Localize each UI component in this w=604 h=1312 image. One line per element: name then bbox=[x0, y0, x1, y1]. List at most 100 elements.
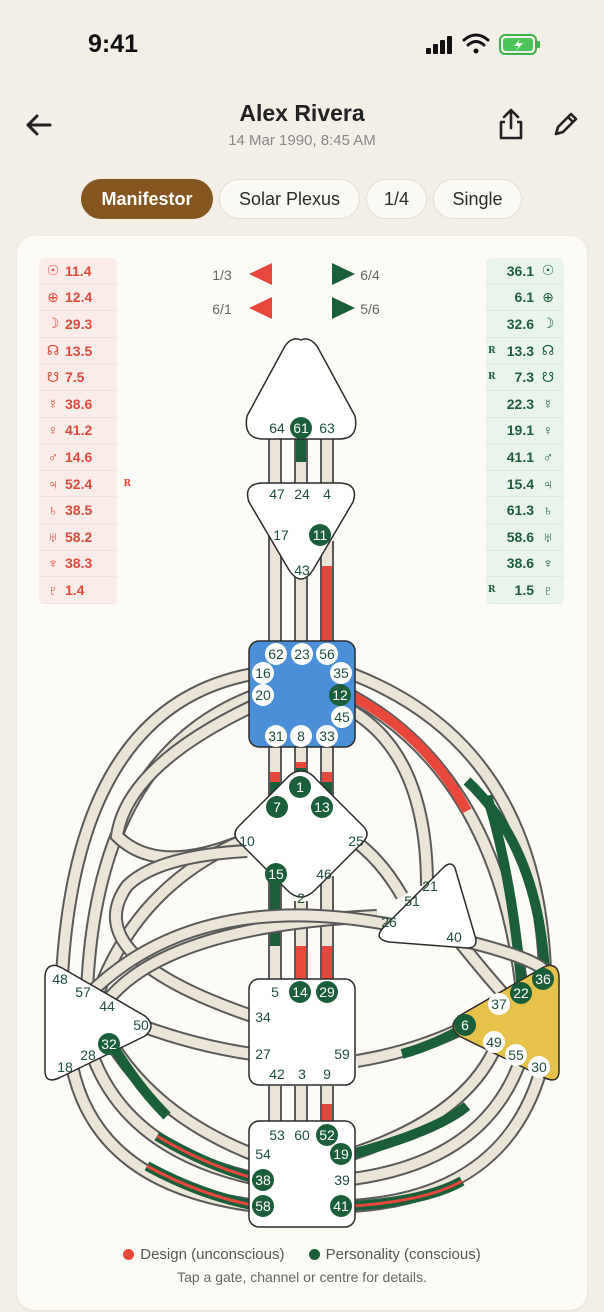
personality-planet-row[interactable]: 1.5♇R bbox=[486, 577, 564, 604]
gate-ajna[interactable]: 47 bbox=[269, 486, 285, 502]
gate-sacral[interactable]: 14 bbox=[289, 981, 311, 1003]
gate-spleen[interactable]: 48 bbox=[52, 971, 68, 987]
gate-ego[interactable]: 51 bbox=[404, 893, 420, 909]
gate-solar-plexus[interactable]: 49 bbox=[483, 1031, 505, 1053]
gate-throat[interactable]: 33 bbox=[316, 725, 338, 747]
personality-planet-row[interactable]: 38.6♆ bbox=[486, 551, 564, 578]
gate-ajna[interactable]: 11 bbox=[309, 524, 331, 546]
design-planet-row[interactable]: ♆38.3 bbox=[39, 551, 117, 578]
gate-solar-plexus[interactable]: 37 bbox=[488, 993, 510, 1015]
gate-spleen[interactable]: 28 bbox=[80, 1047, 96, 1063]
personality-planet-row[interactable]: 15.4♃ bbox=[486, 471, 564, 498]
share-icon[interactable] bbox=[496, 106, 526, 142]
gate-head[interactable]: 64 bbox=[269, 420, 285, 436]
gate-root[interactable]: 38 bbox=[252, 1169, 274, 1191]
gate-spleen[interactable]: 32 bbox=[98, 1033, 120, 1055]
profile-arrows[interactable] bbox=[249, 263, 355, 319]
gate-root[interactable]: 58 bbox=[252, 1195, 274, 1217]
personality-planet-row[interactable]: 36.1☉ bbox=[486, 258, 564, 285]
gate-sacral[interactable]: 59 bbox=[334, 1046, 350, 1062]
bodygraph[interactable]: 6461634724417114362235616352012453183317… bbox=[17, 236, 587, 1236]
channel-19-49 bbox=[349, 1041, 504, 1161]
gate-throat[interactable]: 8 bbox=[290, 725, 312, 747]
gate-ego[interactable]: 40 bbox=[446, 929, 462, 945]
personality-planet-row[interactable]: 19.1♀ bbox=[486, 418, 564, 445]
design-planet-row[interactable]: ☊13.5 bbox=[39, 338, 117, 365]
design-planet-row[interactable]: ☋7.5 bbox=[39, 364, 117, 391]
gate-spleen[interactable]: 57 bbox=[75, 984, 91, 1000]
gate-sacral[interactable]: 34 bbox=[255, 1009, 271, 1025]
design-planet-row[interactable]: ♂14.6 bbox=[39, 444, 117, 471]
gate-throat[interactable]: 12 bbox=[329, 684, 351, 706]
gate-throat[interactable]: 62 bbox=[265, 643, 287, 665]
design-planet-row[interactable]: ♀41.2 bbox=[39, 418, 117, 445]
gate-ajna[interactable]: 43 bbox=[294, 562, 310, 578]
gate-spleen[interactable]: 18 bbox=[57, 1059, 73, 1075]
gate-solar-plexus[interactable]: 30 bbox=[528, 1056, 550, 1078]
personality-planet-row[interactable]: 22.3☿ bbox=[486, 391, 564, 418]
gate-throat[interactable]: 56 bbox=[316, 643, 338, 665]
personality-planet-row[interactable]: 7.3☋R bbox=[486, 364, 564, 391]
gate-root[interactable]: 39 bbox=[334, 1172, 350, 1188]
gate-g[interactable]: 1 bbox=[289, 776, 311, 798]
personality-planet-row[interactable]: 32.6☽ bbox=[486, 311, 564, 338]
gate-throat[interactable]: 23 bbox=[291, 643, 313, 665]
gate-throat[interactable]: 35 bbox=[330, 662, 352, 684]
gate-sacral[interactable]: 27 bbox=[255, 1046, 271, 1062]
gate-solar-plexus[interactable]: 6 bbox=[454, 1014, 476, 1036]
personality-planet-row[interactable]: 61.3♄ bbox=[486, 497, 564, 524]
gate-throat[interactable]: 45 bbox=[331, 706, 353, 728]
gate-sacral[interactable]: 42 bbox=[269, 1066, 285, 1082]
personality-planet-row[interactable]: 6.1⊕ bbox=[486, 285, 564, 312]
gate-g[interactable]: 10 bbox=[239, 833, 255, 849]
back-arrow-icon[interactable] bbox=[22, 108, 56, 142]
gate-sacral[interactable]: 29 bbox=[316, 981, 338, 1003]
design-planet-row[interactable]: ☉11.4 bbox=[39, 258, 117, 285]
type-chip[interactable]: Manifestor bbox=[81, 179, 213, 219]
gate-spleen[interactable]: 44 bbox=[99, 998, 115, 1014]
gate-ajna[interactable]: 17 bbox=[273, 527, 289, 543]
gate-g[interactable]: 15 bbox=[265, 863, 287, 885]
design-planet-row[interactable]: ♅58.2 bbox=[39, 524, 117, 551]
gate-head[interactable]: 61 bbox=[290, 417, 312, 439]
pencil-icon[interactable] bbox=[550, 108, 582, 140]
gate-sacral[interactable]: 3 bbox=[298, 1066, 306, 1082]
definition-chip[interactable]: Single bbox=[433, 179, 522, 219]
gate-root[interactable]: 60 bbox=[294, 1127, 310, 1143]
design-planet-row[interactable]: ☽29.3 bbox=[39, 311, 117, 338]
gate-solar-plexus[interactable]: 36 bbox=[532, 968, 554, 990]
gate-root[interactable]: 54 bbox=[255, 1146, 271, 1162]
design-planet-row[interactable]: ⊕12.4 bbox=[39, 285, 117, 312]
gate-ajna[interactable]: 24 bbox=[294, 486, 310, 502]
gate-throat[interactable]: 31 bbox=[265, 725, 287, 747]
gate-g[interactable]: 7 bbox=[266, 796, 288, 818]
authority-chip[interactable]: Solar Plexus bbox=[219, 179, 360, 219]
gate-ego[interactable]: 21 bbox=[422, 878, 438, 894]
personality-planet-row[interactable]: 13.3☊R bbox=[486, 338, 564, 365]
design-planet-row[interactable]: ☿38.6 bbox=[39, 391, 117, 418]
gate-root[interactable]: 53 bbox=[269, 1127, 285, 1143]
gate-solar-plexus[interactable]: 55 bbox=[505, 1044, 527, 1066]
gate-spleen[interactable]: 50 bbox=[133, 1017, 149, 1033]
gate-g[interactable]: 2 bbox=[297, 890, 305, 906]
design-planet-row[interactable]: ♄38.5 bbox=[39, 497, 117, 524]
personality-planet-row[interactable]: 41.1♂ bbox=[486, 444, 564, 471]
design-planet-row[interactable]: ♇1.4 bbox=[39, 577, 117, 604]
personality-planet-row[interactable]: 58.6♅ bbox=[486, 524, 564, 551]
gate-root[interactable]: 19 bbox=[330, 1143, 352, 1165]
gate-ego[interactable]: 26 bbox=[381, 914, 397, 930]
gate-g[interactable]: 25 bbox=[348, 833, 364, 849]
gate-solar-plexus[interactable]: 22 bbox=[510, 982, 532, 1004]
gate-ajna[interactable]: 4 bbox=[323, 486, 331, 502]
gate-sacral[interactable]: 5 bbox=[271, 984, 279, 1000]
gate-root[interactable]: 52 bbox=[316, 1124, 338, 1146]
gate-root[interactable]: 41 bbox=[330, 1195, 352, 1217]
gate-head[interactable]: 63 bbox=[319, 420, 335, 436]
profile-chip[interactable]: 1/4 bbox=[366, 179, 427, 219]
gate-g[interactable]: 46 bbox=[316, 866, 332, 882]
gate-throat[interactable]: 16 bbox=[252, 662, 274, 684]
gate-throat[interactable]: 20 bbox=[252, 684, 274, 706]
gate-g[interactable]: 13 bbox=[311, 796, 333, 818]
gate-sacral[interactable]: 9 bbox=[323, 1066, 331, 1082]
